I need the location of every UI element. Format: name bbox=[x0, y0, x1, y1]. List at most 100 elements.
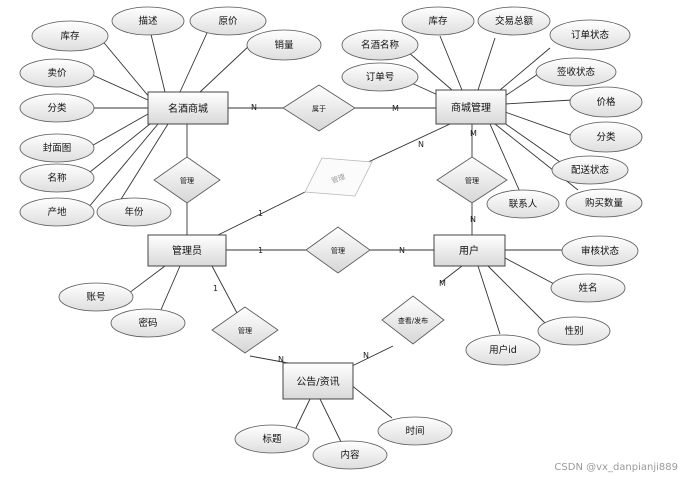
entity-product: 名酒商城 bbox=[147, 91, 229, 125]
card-product-order-m: M bbox=[392, 104, 399, 113]
attribute-label: 价格 bbox=[596, 96, 616, 108]
attribute-ellipse bbox=[550, 273, 626, 303]
entity-product-label: 名酒商城 bbox=[168, 102, 208, 115]
attribute-label: 分类 bbox=[47, 102, 67, 114]
attr-notice-title: 标题 bbox=[234, 424, 310, 454]
line-product-name bbox=[84, 123, 151, 177]
attribute-ellipse bbox=[551, 155, 629, 185]
line-product-year bbox=[117, 123, 169, 205]
attribute-ellipse bbox=[31, 20, 109, 52]
line-admin-password bbox=[159, 265, 181, 313]
attribute-ellipse bbox=[465, 334, 541, 366]
attribute-label: 用户id bbox=[489, 344, 517, 356]
relationship-belong-shape bbox=[282, 84, 356, 132]
attr-user-gender: 性别 bbox=[537, 316, 611, 346]
relationship-manage-order: 管理 bbox=[304, 157, 373, 197]
attr-product-origprice: 原价 bbox=[189, 6, 267, 36]
line-product-origprice bbox=[179, 21, 213, 93]
entity-notice-box bbox=[282, 362, 354, 400]
attribute-ellipse bbox=[401, 6, 475, 36]
attribute-label: 库存 bbox=[428, 15, 448, 27]
attribute-ellipse bbox=[111, 6, 185, 36]
line-user-gender bbox=[487, 265, 549, 327]
attr-product-category: 分类 bbox=[19, 93, 95, 123]
entity-notice: 公告/资讯 bbox=[282, 362, 354, 400]
relationship-publish-label: 查看/发布 bbox=[398, 316, 428, 325]
attribute-ellipse bbox=[549, 19, 631, 51]
attribute-ellipse bbox=[377, 416, 453, 446]
entity-user-box bbox=[433, 234, 506, 267]
attribute-ellipse bbox=[96, 197, 172, 227]
attr-notice-content: 内容 bbox=[312, 440, 388, 470]
attr-user-review: 审核状态 bbox=[561, 235, 639, 267]
attribute-label: 描述 bbox=[138, 15, 158, 27]
attr-order-no: 订单号 bbox=[341, 62, 419, 92]
attribute-label: 姓名 bbox=[578, 282, 597, 294]
relationship-manage-user-order: 管理 bbox=[436, 156, 508, 204]
watermark-text: CSDN @vx_danpianji889 bbox=[554, 462, 678, 473]
line-notice-title bbox=[294, 398, 311, 431]
attribute-label: 卖价 bbox=[47, 68, 67, 79]
line-order-stock bbox=[439, 35, 463, 91]
line-order-total bbox=[477, 37, 496, 91]
attribute-label: 签收状态 bbox=[557, 66, 596, 78]
relationship-manage-notice-label: 管理 bbox=[238, 326, 252, 335]
entity-user: 用户 bbox=[433, 234, 506, 267]
relationship-manage-user-order-label: 管理 bbox=[465, 176, 479, 185]
attribute-label: 性别 bbox=[564, 325, 583, 337]
attr-order-category: 分类 bbox=[569, 121, 643, 153]
card-product-order-n: N bbox=[251, 103, 257, 112]
relationship-manage-product-shape bbox=[153, 156, 221, 204]
attribute-ellipse bbox=[569, 121, 643, 153]
attr-product-year: 年份 bbox=[96, 197, 172, 227]
line-order-wine bbox=[407, 51, 453, 91]
attribute-label: 标题 bbox=[262, 433, 282, 445]
card-admin-order-n: N bbox=[418, 140, 424, 149]
line-product-price bbox=[87, 72, 149, 101]
attr-order-price: 价格 bbox=[569, 86, 643, 118]
entity-admin-box bbox=[147, 234, 227, 267]
relationship-belong-label: 属于 bbox=[312, 105, 326, 113]
attribute-label: 产地 bbox=[47, 206, 67, 218]
card-user-notice-n: N bbox=[363, 351, 369, 360]
attribute-label: 内容 bbox=[340, 449, 360, 461]
attribute-label: 名酒名称 bbox=[361, 39, 400, 51]
attribute-ellipse bbox=[110, 308, 186, 338]
line-product-origin bbox=[87, 123, 159, 209]
line-admin-account bbox=[124, 265, 166, 297]
line-order-delivery bbox=[499, 119, 561, 163]
line-user-id bbox=[477, 265, 501, 335]
relationship-manage-user-order-shape bbox=[436, 156, 508, 204]
attribute-label: 原价 bbox=[218, 16, 238, 27]
line-order-sign bbox=[504, 73, 539, 97]
attr-order-sign: 签收状态 bbox=[535, 57, 617, 87]
entity-admin: 管理员 bbox=[147, 234, 227, 267]
line-manage2-order bbox=[361, 123, 451, 166]
relationship-manage-order-shape bbox=[304, 157, 373, 197]
attr-user-id: 用户id bbox=[465, 334, 541, 366]
relationship-publish: 查看/发布 bbox=[381, 295, 445, 345]
line-order-contact bbox=[489, 123, 521, 193]
relationship-manage-admin-user-label: 管理 bbox=[331, 246, 345, 255]
line-product-stock bbox=[99, 37, 151, 99]
line-product-cover bbox=[87, 113, 149, 149]
attribute-ellipse bbox=[569, 86, 643, 118]
attribute-label: 分类 bbox=[596, 131, 616, 143]
attribute-label: 库存 bbox=[60, 30, 80, 42]
attribute-label: 订单状态 bbox=[571, 29, 610, 41]
attributes-order: 库存 交易总额 名酒名称 订单状态 订单号 签收状态 价格 分类 bbox=[341, 6, 643, 219]
card-user-notice-m: M bbox=[439, 279, 446, 288]
attributes-notice: 标题 内容 时间 bbox=[234, 416, 453, 470]
attribute-ellipse bbox=[535, 57, 617, 87]
attr-admin-account: 账号 bbox=[58, 282, 134, 312]
attr-order-quantity: 购买数量 bbox=[565, 188, 643, 218]
attr-user-name: 姓名 bbox=[550, 273, 626, 303]
entity-order-box bbox=[435, 89, 507, 125]
attribute-ellipse bbox=[19, 197, 95, 227]
attribute-ellipse bbox=[19, 93, 95, 123]
attr-product-name: 名称 bbox=[19, 163, 95, 193]
card-admin-notice-n: N bbox=[278, 355, 284, 364]
attribute-label: 订单号 bbox=[366, 71, 395, 83]
attr-product-desc: 描述 bbox=[111, 6, 185, 36]
